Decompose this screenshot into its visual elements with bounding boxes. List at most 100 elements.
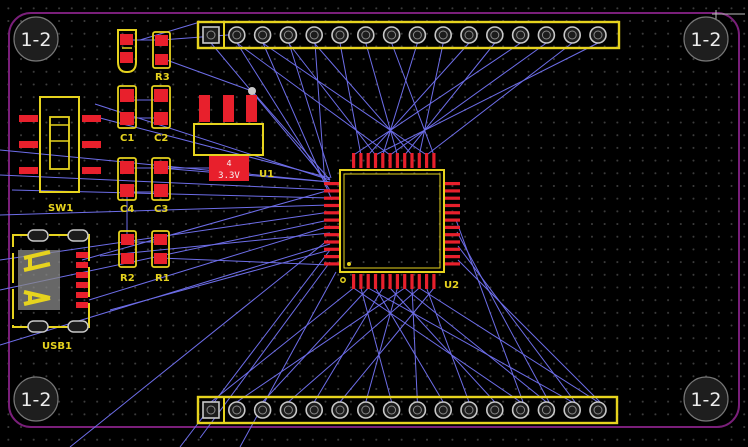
ratsnest-line: [262, 42, 333, 201]
bottom-pin-header[interactable]: [196, 395, 619, 425]
header-pin[interactable]: [511, 401, 530, 419]
pin-header-icon: [202, 401, 607, 419]
header-pin-drill: [258, 405, 268, 415]
u2-pin: [324, 218, 339, 222]
component-r2[interactable]: R2: [118, 230, 137, 284]
u2-pin: [425, 153, 429, 168]
header-pin-drill: [361, 30, 371, 40]
ratsnest-line: [139, 21, 201, 41]
ratsnest-line: [88, 225, 331, 301]
header-pin[interactable]: [434, 401, 453, 419]
mounting-hole-label: 1-2: [690, 29, 721, 51]
ratsnest-line: [0, 204, 330, 216]
ratsnest-line: [456, 231, 550, 403]
ratsnest-line: [365, 42, 398, 156]
ratsnest-line: [389, 42, 547, 156]
u2-pin: [445, 218, 460, 222]
header-pin-drill: [232, 405, 242, 415]
component-r1[interactable]: R1: [151, 230, 170, 284]
ratsnest-line: [419, 287, 599, 403]
header-pin[interactable]: [485, 401, 504, 419]
u2-pin: [395, 274, 399, 289]
header-pin[interactable]: [511, 26, 530, 44]
header-pin[interactable]: [589, 401, 607, 419]
mounting-hole[interactable]: 1-2: [13, 16, 59, 62]
u2-pin: [445, 203, 460, 208]
header-pin[interactable]: [408, 26, 427, 44]
header-pin-drill: [593, 30, 603, 40]
u2-pin: [417, 153, 421, 168]
header-pin[interactable]: [228, 26, 246, 44]
u2-pin: [324, 196, 339, 200]
ratsnest-line: [210, 287, 354, 403]
header-pin-drill: [541, 405, 551, 415]
header-pin[interactable]: [460, 26, 478, 44]
component-usb1[interactable]: USB1: [12, 229, 90, 352]
header-pin[interactable]: [537, 26, 556, 44]
ratsnest-line: [365, 287, 398, 403]
ratsnest-line: [375, 42, 599, 156]
component-label: U1: [259, 169, 274, 180]
header-pin[interactable]: [305, 401, 324, 419]
ratsnest-line: [239, 271, 337, 447]
header-pin[interactable]: [563, 26, 582, 44]
mounting-hole-label: 1-2: [20, 29, 51, 51]
component-polarized-cap[interactable]: [117, 29, 137, 74]
header-pin[interactable]: [382, 26, 401, 44]
header-pin[interactable]: [356, 26, 375, 44]
component-u2[interactable]: U2: [324, 153, 460, 291]
ratsnest-line: [339, 287, 435, 403]
u2-pin: [445, 262, 460, 266]
u2-pin: [445, 196, 460, 200]
component-r3[interactable]: R3: [152, 31, 171, 83]
u2-pin: [352, 153, 356, 168]
component-c1[interactable]: C1: [117, 85, 137, 144]
top-pin-header[interactable]: [196, 20, 621, 50]
u2-pin: [324, 182, 339, 186]
header-pin[interactable]: [279, 26, 298, 44]
header-pin-drill: [516, 405, 526, 415]
header-pin[interactable]: [589, 26, 607, 44]
component-label: C2: [154, 133, 168, 144]
header-pin-drill: [438, 405, 448, 415]
u2-pin: [324, 262, 339, 266]
mounting-hole[interactable]: 1-2: [13, 376, 59, 422]
header-pin-drill: [232, 30, 242, 40]
component-c2[interactable]: C2: [151, 85, 171, 144]
header-pin[interactable]: [563, 401, 582, 419]
header-pin[interactable]: [408, 401, 427, 419]
u2-pin: [403, 274, 407, 289]
ratsnest-line: [418, 42, 444, 156]
header-pin[interactable]: [331, 26, 349, 44]
header-pin-drill: [387, 30, 397, 40]
mounting-hole[interactable]: 1-2: [683, 16, 729, 62]
header-pin[interactable]: [202, 26, 220, 44]
ratsnest-line: [367, 42, 470, 156]
header-pin[interactable]: [228, 401, 246, 419]
ratsnest-line: [313, 42, 413, 156]
ratsnest-line: [262, 42, 427, 156]
header-pin[interactable]: [382, 401, 401, 419]
component-c3[interactable]: C3: [151, 157, 171, 215]
header-pin[interactable]: [434, 26, 453, 44]
component-u1[interactable]: 4 3.3V U1: [193, 87, 274, 181]
header-pin[interactable]: [331, 401, 349, 419]
mounting-hole[interactable]: 1-2: [683, 376, 729, 422]
header-pin[interactable]: [537, 401, 556, 419]
header-pin[interactable]: [279, 401, 298, 419]
header-pin[interactable]: [305, 26, 324, 44]
u2-pin: [445, 255, 460, 259]
header-pin[interactable]: [253, 26, 272, 44]
component-sw1[interactable]: SW1: [19, 96, 101, 214]
u1-net-label: 3.3V: [218, 171, 240, 181]
component-c4[interactable]: C4: [117, 157, 137, 215]
u2-pin: [359, 274, 363, 289]
header-pin[interactable]: [460, 401, 478, 419]
ratsnest-line: [339, 42, 362, 156]
header-pin[interactable]: [485, 26, 504, 44]
header-pin[interactable]: [253, 401, 272, 419]
ratsnest-line: [109, 249, 331, 311]
header-pin[interactable]: [202, 401, 220, 419]
header-pin[interactable]: [356, 401, 375, 419]
